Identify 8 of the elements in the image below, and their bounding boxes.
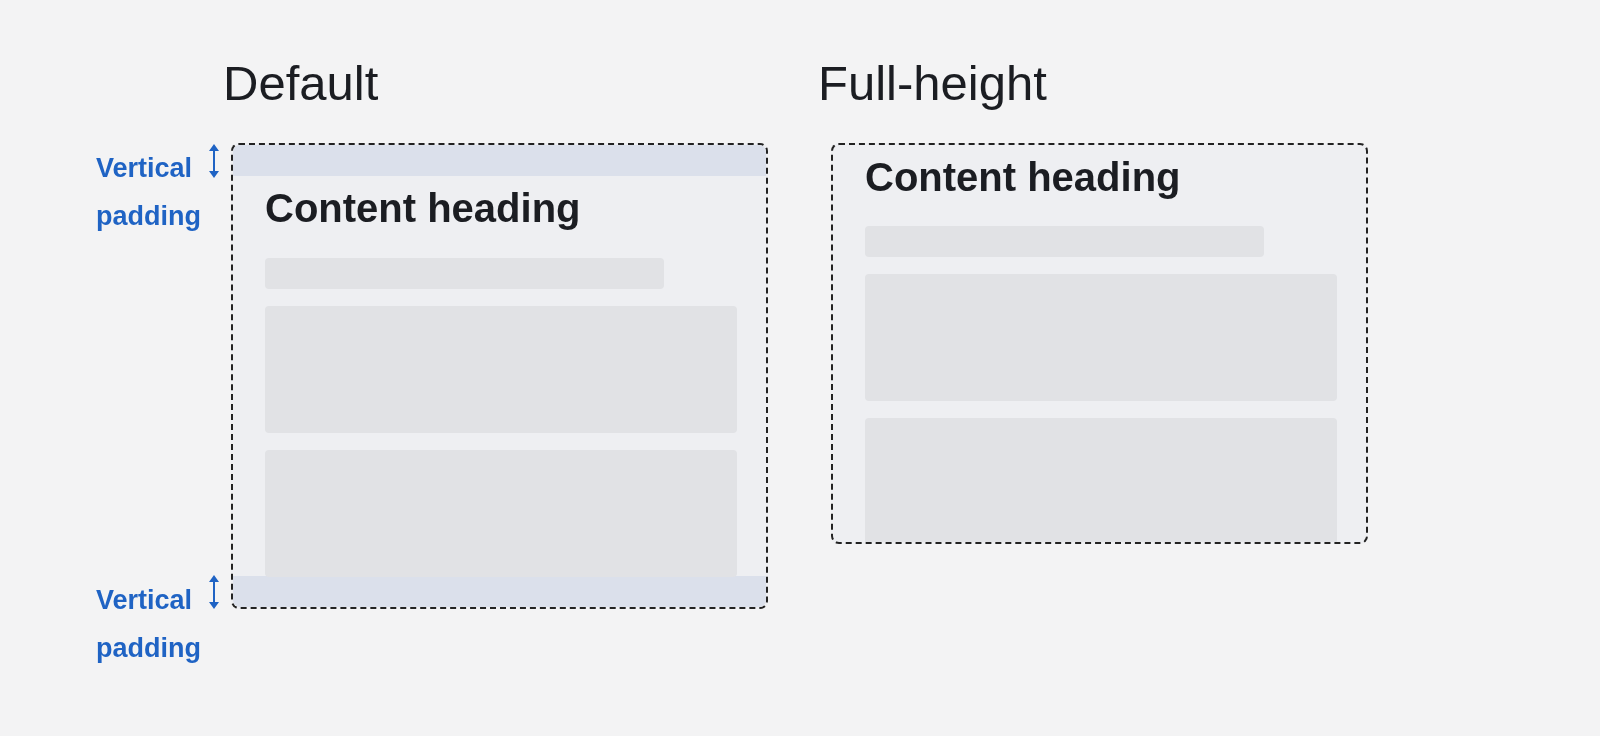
padding-band <box>233 576 766 607</box>
padding-label: Vertical padding <box>96 152 202 233</box>
padding-band <box>233 145 766 176</box>
variant-title: Default <box>223 55 379 111</box>
content-heading: Content heading <box>865 154 1181 200</box>
variant-title: Full-height <box>818 55 1047 111</box>
content-heading: Content heading <box>265 185 581 231</box>
padding-label: Vertical padding <box>96 584 202 665</box>
